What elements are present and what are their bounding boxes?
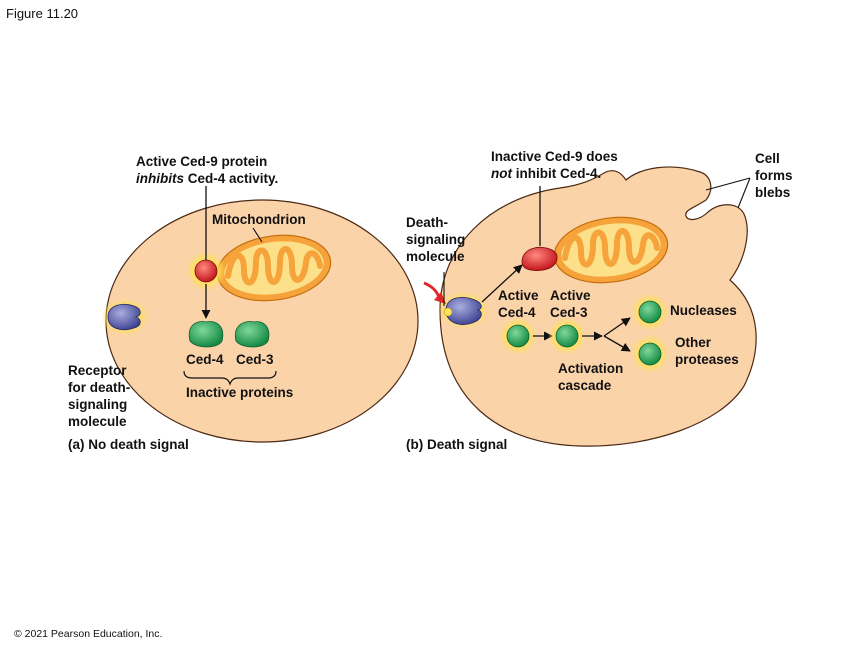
active-ced4-line1: Active xyxy=(498,288,539,303)
panel-b-caption: (b) Death signal xyxy=(406,437,508,452)
receptor-line1: Receptor xyxy=(68,363,127,378)
ced4-label-a: Ced-4 xyxy=(186,352,224,367)
active-ced9-line1: Active Ced-9 protein xyxy=(136,154,268,169)
receptor-a xyxy=(101,298,149,336)
blebs-pointer-1 xyxy=(705,177,751,191)
active-ced3-label: Active Ced-3 xyxy=(550,287,591,321)
death-signaling-molecule-label: Death- signaling molecule xyxy=(406,214,465,265)
ced9-inactive-protein xyxy=(521,246,558,271)
copyright-notice: © 2021 Pearson Education, Inc. xyxy=(14,628,163,640)
active-ced4-label: Active Ced-4 xyxy=(498,287,539,321)
other-proteases-label: Other proteases xyxy=(675,334,739,368)
active-ced3-line1: Active xyxy=(550,288,591,303)
other-protease-protein xyxy=(631,335,669,373)
mitochondrion-pointer-line xyxy=(252,227,263,243)
inactive-proteins-label: Inactive proteins xyxy=(186,385,294,400)
inactive-ced9-line1: Inactive Ced-9 does xyxy=(491,149,618,164)
inactive-ced9-label: Inactive Ced-9 does not inhibit Ced-4. xyxy=(491,148,618,182)
nucleases-label: Nucleases xyxy=(670,303,737,318)
death-signal-red-arrowhead xyxy=(434,292,446,304)
active-ced9-rest: Ced-4 activity. xyxy=(184,171,279,186)
activation-line1: Activation xyxy=(558,361,624,376)
other-proteases-line2: proteases xyxy=(675,352,739,367)
blebs-line2: forms xyxy=(755,168,793,183)
ced4-inactive-protein xyxy=(188,321,224,348)
inactive-ced9-emphasis: not xyxy=(491,166,512,181)
blebs-line1: Cell xyxy=(755,151,780,166)
receptor-to-ced9-arrow xyxy=(481,264,523,303)
panel-a-caption: (a) No death signal xyxy=(68,437,189,452)
active-ced4-line2: Ced-4 xyxy=(498,305,536,320)
receptor-line4: molecule xyxy=(68,414,127,429)
ced4-active-protein xyxy=(499,317,537,355)
ced9-active-protein xyxy=(186,251,226,291)
other-proteases-line1: Other xyxy=(675,335,712,350)
cascade-to-nucleases-arrow xyxy=(603,317,631,337)
active-ced9-line2: inhibits Ced-4 activity. xyxy=(136,170,278,187)
inactive-proteins-bracket xyxy=(183,370,277,386)
activation-cascade-label: Activation cascade xyxy=(558,360,623,394)
mitochondrion-b xyxy=(553,216,669,284)
mitochondrion-a xyxy=(216,234,332,302)
receptor-line2: for death- xyxy=(68,380,131,395)
mitochondrion-label-a: Mitochondrion xyxy=(212,212,306,227)
ced3-active-protein xyxy=(548,317,586,355)
inactive-ced9-rest: inhibit Ced-4. xyxy=(512,166,602,181)
active-ced3-line2: Ced-3 xyxy=(550,305,588,320)
death-line1: Death- xyxy=(406,215,449,230)
cell-forms-blebs-label: Cell forms blebs xyxy=(755,150,793,201)
cell-b-with-blebs xyxy=(439,166,757,447)
cell-a xyxy=(105,199,419,443)
receptor-line3: signaling xyxy=(68,397,128,412)
receptor-label: Receptor for death- signaling molecule xyxy=(68,362,130,430)
ced3-inactive-protein xyxy=(234,321,270,348)
figure-label: Figure 11.20 xyxy=(6,6,79,21)
activation-line2: cascade xyxy=(558,378,612,393)
blebs-pointer-2 xyxy=(737,177,751,209)
death-line2: signaling xyxy=(406,232,466,247)
blebs-line3: blebs xyxy=(755,185,791,200)
nuclease-protein xyxy=(631,293,669,331)
death-line3: molecule xyxy=(406,249,465,264)
active-ced9-emphasis: inhibits xyxy=(136,171,184,186)
active-ced9-label: Active Ced-9 protein inhibits Ced-4 acti… xyxy=(136,153,278,187)
receptor-b-bound xyxy=(438,291,490,329)
cascade-to-proteases-arrow xyxy=(603,335,631,352)
ced3-label-a: Ced-3 xyxy=(236,352,274,367)
inactive-ced9-line2: not inhibit Ced-4. xyxy=(491,165,618,182)
